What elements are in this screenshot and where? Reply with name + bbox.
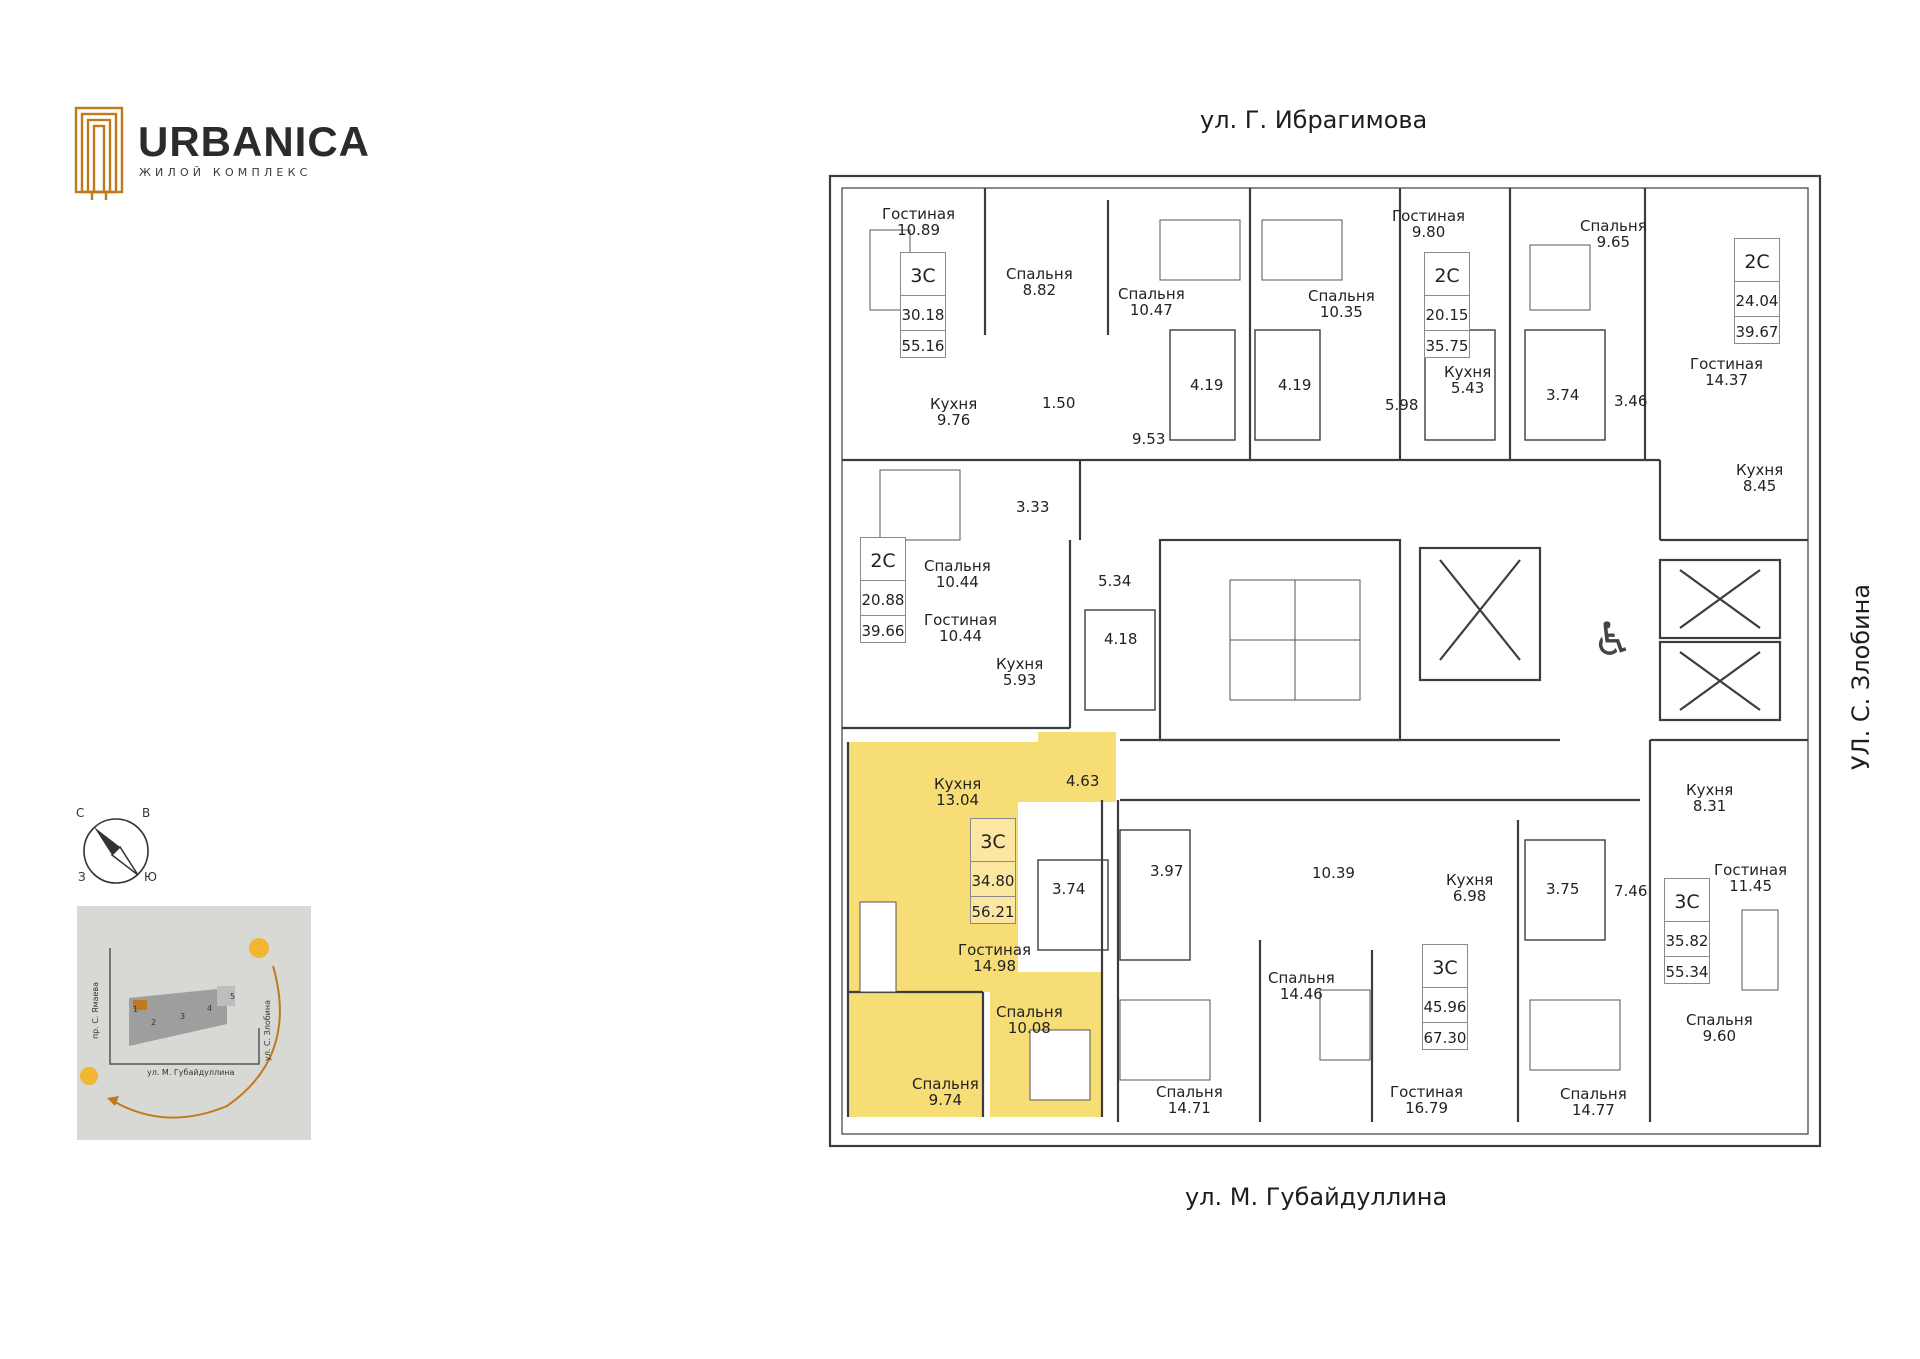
apartment-total-area: 35.75 (1425, 337, 1469, 355)
apartment-total-area: 67.30 (1423, 1029, 1467, 1047)
area-label: 1.50 (1042, 394, 1076, 412)
apartment-living-area: 24.04 (1735, 292, 1779, 317)
area-label: 5.98 (1385, 396, 1419, 414)
logo-icon (74, 106, 124, 200)
apartment-total-area: 55.16 (901, 337, 945, 355)
area-label: 5.34 (1098, 572, 1132, 590)
area-label: 3.74 (1546, 386, 1580, 404)
minimap-building-4: 4 (207, 1004, 213, 1013)
apartment-tag[interactable]: 2С 24.04 39.67 (1734, 238, 1780, 344)
apartment-type: 3С (971, 831, 1015, 862)
apartment-living-area: 35.82 (1665, 932, 1709, 957)
brand-subtitle: ЖИЛОЙ КОМПЛЕКС (139, 166, 312, 179)
area-label: 4.19 (1190, 376, 1224, 394)
compass-east: В (142, 806, 151, 820)
area-label: 10.39 (1312, 864, 1355, 882)
apartment-tag[interactable]: 2С 20.88 39.66 (860, 537, 906, 643)
area-label: 4.19 (1278, 376, 1312, 394)
apartment-type: 3С (901, 265, 945, 296)
minimap-building-1: 1 (133, 1005, 139, 1014)
street-top-label: ул. Г. Ибрагимова (1200, 106, 1428, 134)
apartment-tag[interactable]: 3С 30.18 55.16 (900, 252, 946, 358)
apartment-total-area: 56.21 (971, 903, 1015, 921)
apartment-tag[interactable]: 3С 35.82 55.34 (1664, 878, 1710, 984)
apartment-type: 2С (1735, 251, 1779, 282)
wheelchair-icon: ♿ (1592, 612, 1634, 666)
area-label: 3.97 (1150, 862, 1184, 880)
minimap-building-3: 3 (180, 1012, 186, 1021)
apartment-total-area: 55.34 (1665, 963, 1709, 981)
apartment-type: 2С (1425, 265, 1469, 296)
apartment-living-area: 45.96 (1423, 998, 1467, 1023)
site-minimap: 1 2 3 4 5 пр. С. Ямаева ул. С. Злобина у… (77, 906, 311, 1140)
compass-west: З (78, 870, 86, 884)
street-bottom-label: ул. М. Губайдуллина (1185, 1183, 1448, 1211)
area-label: 4.63 (1066, 772, 1100, 790)
apartment-living-area: 30.18 (901, 306, 945, 331)
area-label: 9.53 (1132, 430, 1166, 448)
area-label: 3.46 (1614, 392, 1648, 410)
minimap-building-2: 2 (151, 1018, 157, 1027)
minimap-street-south: ул. М. Губайдуллина (147, 1068, 235, 1077)
area-label: 3.74 (1052, 880, 1086, 898)
area-label: 3.33 (1016, 498, 1050, 516)
minimap-building-5: 5 (230, 992, 236, 1001)
apartment-tag[interactable]: 2С 20.15 35.75 (1424, 252, 1470, 358)
compass-icon (83, 818, 149, 884)
brand-name: URBANICA (138, 118, 370, 165)
highlighted-apartment (848, 732, 1116, 1117)
apartment-living-area: 20.88 (861, 591, 905, 616)
apartment-living-area: 20.15 (1425, 306, 1469, 331)
apartment-total-area: 39.66 (861, 622, 905, 640)
apartment-type: 2С (861, 550, 905, 581)
apartment-type: 3С (1665, 891, 1709, 922)
minimap-drawing (80, 938, 281, 1119)
area-label: 3.75 (1546, 880, 1580, 898)
compass-south: Ю (144, 870, 157, 884)
apartment-tag-highlighted[interactable]: 3С 34.80 56.21 (970, 818, 1016, 924)
area-label: 7.46 (1614, 882, 1648, 900)
compass-north: С (76, 806, 85, 820)
apartment-total-area: 39.67 (1735, 323, 1779, 341)
apartment-tag[interactable]: 3С 45.96 67.30 (1422, 944, 1468, 1050)
apartment-living-area: 34.80 (971, 872, 1015, 897)
apartment-type: 3С (1423, 957, 1467, 988)
area-label: 4.18 (1104, 630, 1138, 648)
